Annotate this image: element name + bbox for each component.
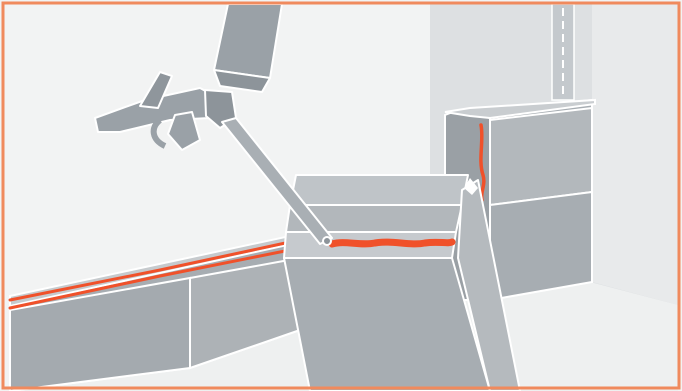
back-wall-side (592, 4, 678, 305)
metal-post (552, 4, 574, 100)
foam-bead-main (332, 242, 452, 244)
